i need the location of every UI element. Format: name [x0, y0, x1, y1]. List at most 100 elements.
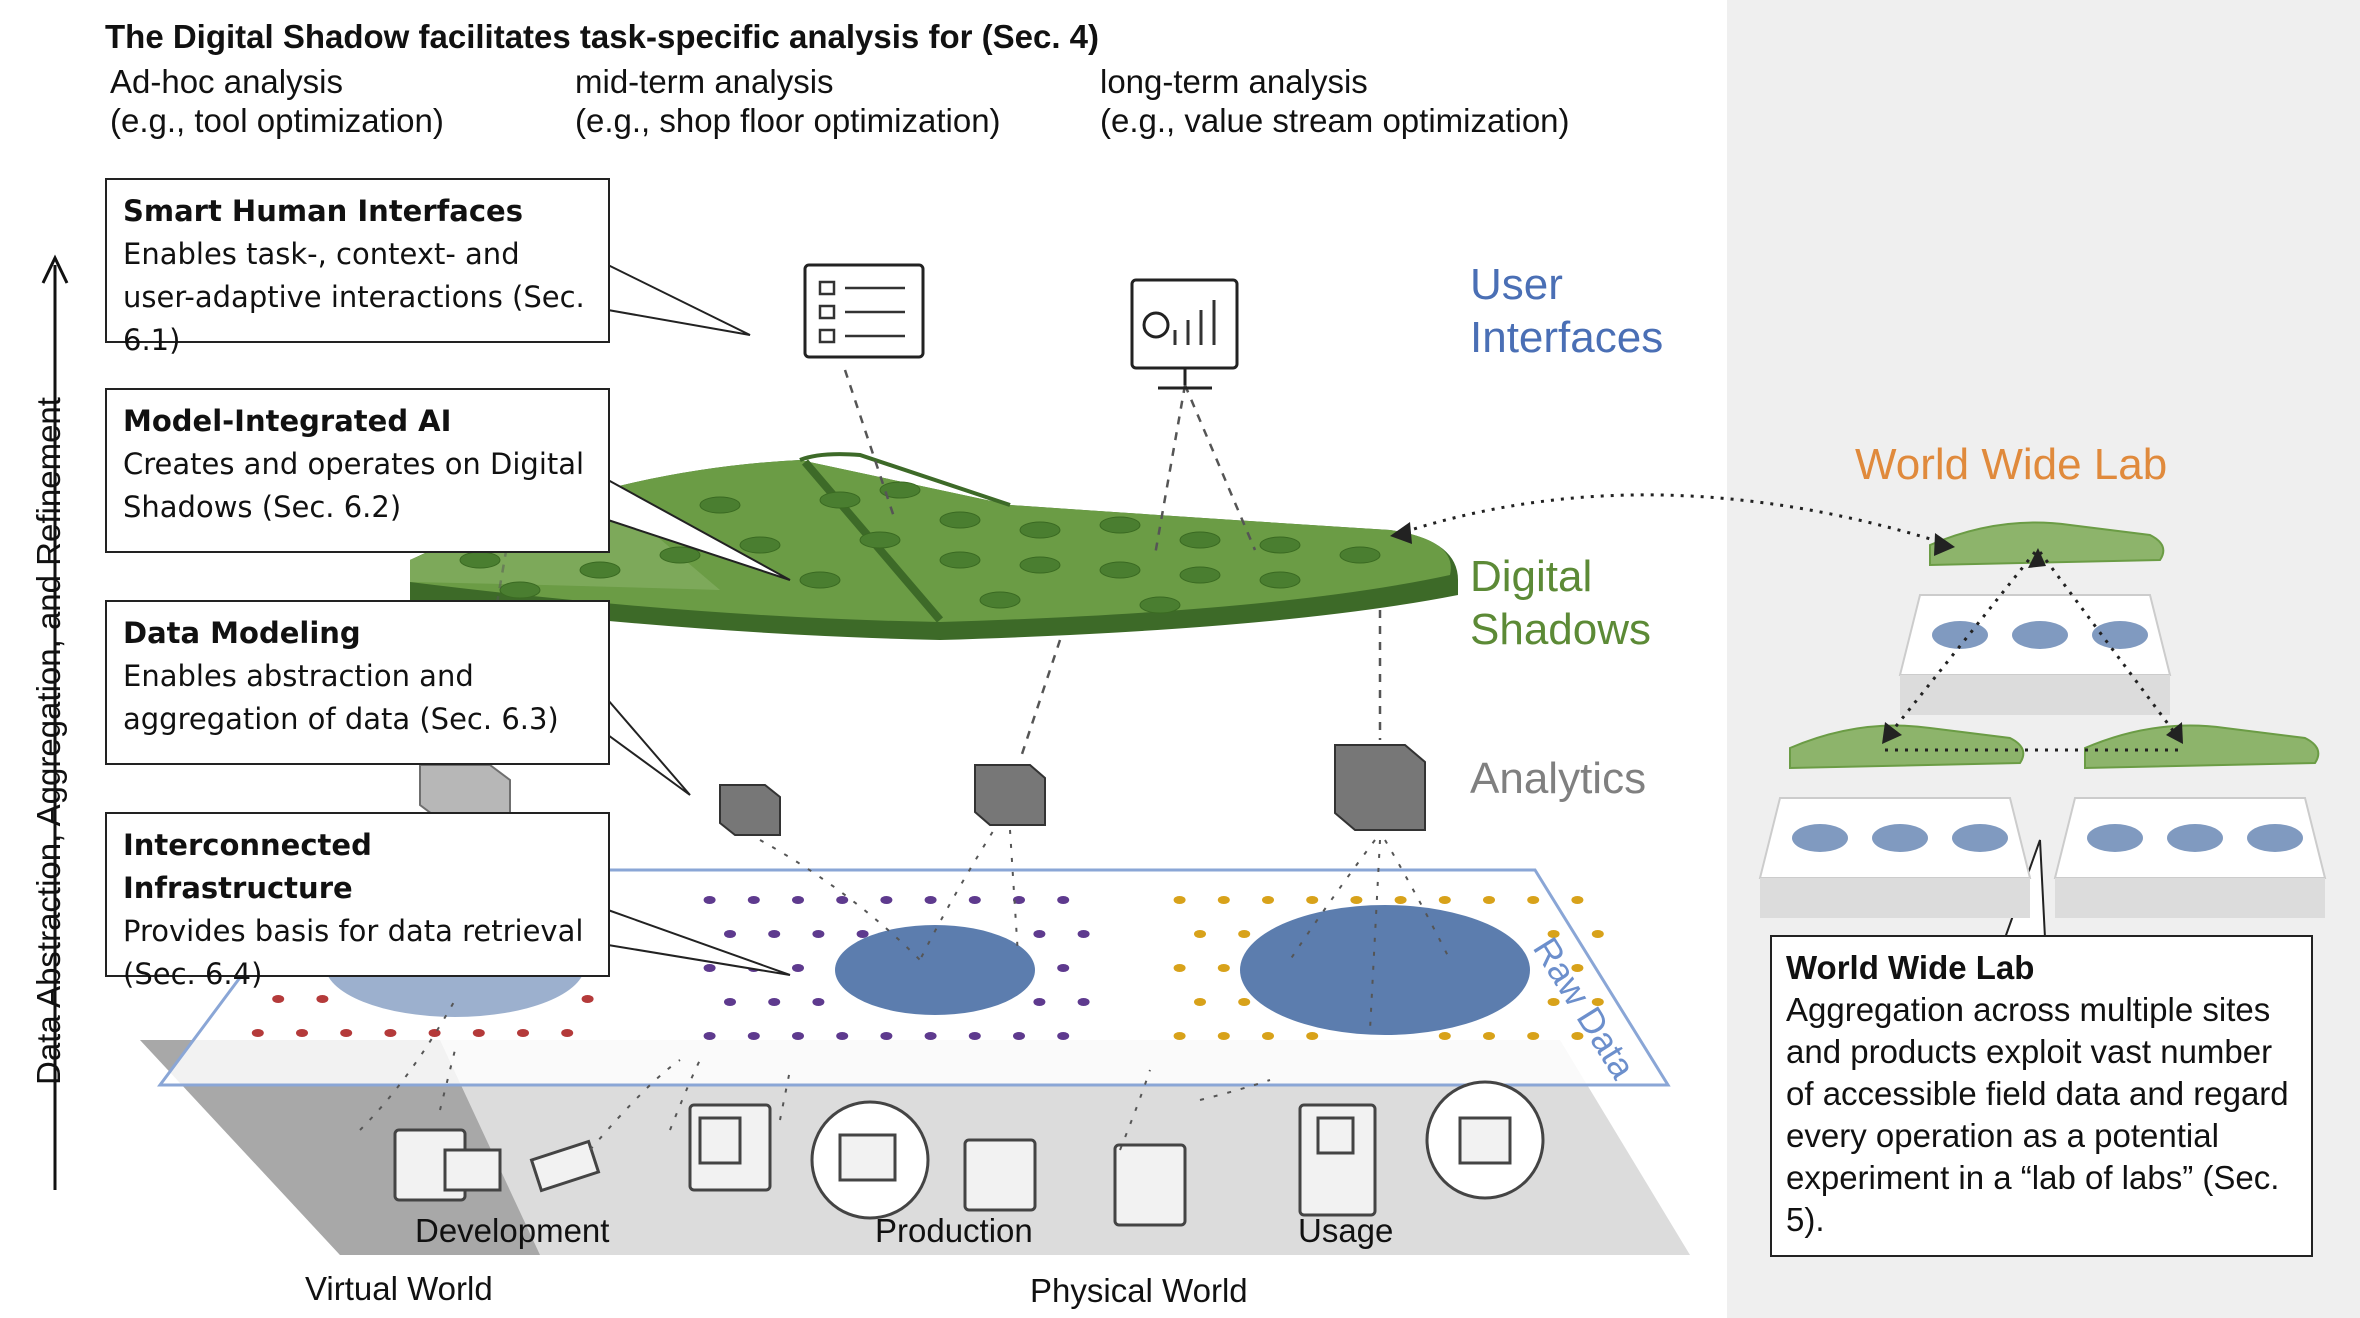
data-point: [792, 896, 804, 904]
shadow-node: [859, 531, 901, 549]
shadow-node: [1019, 521, 1061, 539]
callout-interconnected-infrastructure: Interconnected Infrastructure Provides b…: [105, 812, 610, 991]
data-point: [924, 1032, 937, 1040]
data-point: [1547, 998, 1560, 1006]
shadow-node: [1179, 566, 1221, 584]
layer-label-user-interfaces: User Interfaces: [1470, 260, 1664, 362]
data-point: [812, 930, 825, 938]
abstraction-axis-arrowhead: [41, 254, 69, 284]
callout-text: Provides basis for data retrieval (Sec. …: [123, 914, 584, 991]
data-point: [1077, 998, 1090, 1006]
mini-cluster: [1932, 621, 1988, 649]
mini-ground: [2055, 878, 2325, 918]
mini-ground: [1760, 878, 2030, 918]
shadow-node: [1259, 571, 1301, 589]
callout-pointers: [607, 263, 2047, 976]
data-point: [836, 896, 849, 904]
data-point: [968, 1032, 981, 1040]
data-point: [724, 998, 736, 1006]
callout-title: Model-Integrated AI: [123, 404, 452, 438]
shadow-node: [819, 491, 861, 509]
mini-cluster: [2012, 621, 2068, 649]
raw-data-dots-production: [703, 896, 1090, 1040]
data-point: [1033, 998, 1046, 1006]
wwl-box-text: Aggregation across multiple sites and pr…: [1786, 991, 2289, 1238]
wwl-arrowheads: [1390, 522, 2183, 744]
analysis-adhoc-example: (e.g., tool optimization): [110, 102, 444, 139]
analysis-adhoc: Ad-hoc analysis (e.g., tool optimization…: [110, 62, 444, 140]
data-point: [812, 998, 825, 1006]
data-point: [968, 896, 981, 904]
shadow-node: [459, 551, 501, 569]
analysis-adhoc-name: Ad-hoc analysis: [110, 63, 343, 100]
data-point: [1194, 930, 1206, 938]
data-point: [1217, 964, 1230, 972]
data-point: [856, 930, 869, 938]
data-point: [1571, 1032, 1584, 1040]
data-point: [880, 1032, 893, 1040]
layer-label-analytics: Analytics: [1470, 754, 1647, 803]
data-point: [1438, 1032, 1451, 1040]
raw-data-cluster-production: [835, 925, 1035, 1015]
data-point: [1306, 896, 1319, 904]
data-point: [296, 1029, 308, 1037]
data-point: [1527, 1032, 1540, 1040]
raw-data-cluster-usage: [1240, 905, 1530, 1035]
data-point: [1238, 930, 1251, 938]
mini-shadow: [1929, 521, 2165, 567]
shadow-node: [739, 536, 781, 554]
mini-cluster: [1792, 824, 1848, 852]
data-point: [792, 964, 804, 972]
data-point: [1306, 1032, 1319, 1040]
shadow-node: [1099, 516, 1141, 534]
data-point: [517, 1029, 529, 1037]
mini-ground: [1900, 675, 2170, 715]
data-point: [1057, 964, 1070, 972]
mini-cluster: [1952, 824, 2008, 852]
data-point: [472, 1029, 485, 1037]
shadow-node: [1019, 556, 1061, 574]
shadow-node: [1139, 596, 1181, 614]
data-point: [1173, 964, 1186, 972]
analysis-longterm-name: long-term analysis: [1100, 63, 1368, 100]
data-point: [1033, 930, 1046, 938]
data-point: [1438, 896, 1451, 904]
analysis-midterm: mid-term analysis (e.g., shop floor opti…: [575, 62, 1001, 140]
data-streams: [359, 819, 1451, 1151]
data-point: [1217, 896, 1230, 904]
axis-label: Data Abstraction, Aggregation, and Refin…: [30, 397, 67, 1085]
data-point: [1013, 896, 1025, 904]
data-point: [561, 1029, 574, 1037]
layer-label-digital-shadows: Digital Shadows: [1470, 552, 1652, 654]
shadow-node: [579, 561, 621, 579]
data-point: [1547, 930, 1560, 938]
shadow-node: [939, 511, 981, 529]
shadow-node: [879, 481, 921, 499]
data-point: [703, 1032, 716, 1040]
data-point: [1591, 930, 1604, 938]
data-point: [1057, 896, 1070, 904]
data-point: [1394, 896, 1407, 904]
callout-title: Interconnected Infrastructure: [123, 828, 372, 905]
data-point: [703, 964, 716, 972]
callout-title: Smart Human Interfaces: [123, 194, 523, 228]
data-point: [272, 995, 285, 1003]
data-point: [1571, 964, 1584, 972]
shadow-node: [699, 496, 741, 514]
mini-shadow: [1789, 724, 2025, 770]
analysis-midterm-example: (e.g., shop floor optimization): [575, 102, 1001, 139]
data-point: [1077, 930, 1090, 938]
data-point: [1262, 1032, 1274, 1040]
shadow-node: [1259, 536, 1301, 554]
data-point: [316, 995, 329, 1003]
shadow-node: [1179, 531, 1221, 549]
data-point: [1173, 1032, 1186, 1040]
wwl-heading: World Wide Lab: [1855, 440, 2168, 489]
data-point: [1173, 896, 1186, 904]
data-point: [768, 930, 781, 938]
data-point: [1194, 998, 1206, 1006]
data-point: [1057, 1032, 1070, 1040]
data-point: [768, 998, 781, 1006]
data-point: [384, 1029, 397, 1037]
data-point: [1013, 1032, 1025, 1040]
